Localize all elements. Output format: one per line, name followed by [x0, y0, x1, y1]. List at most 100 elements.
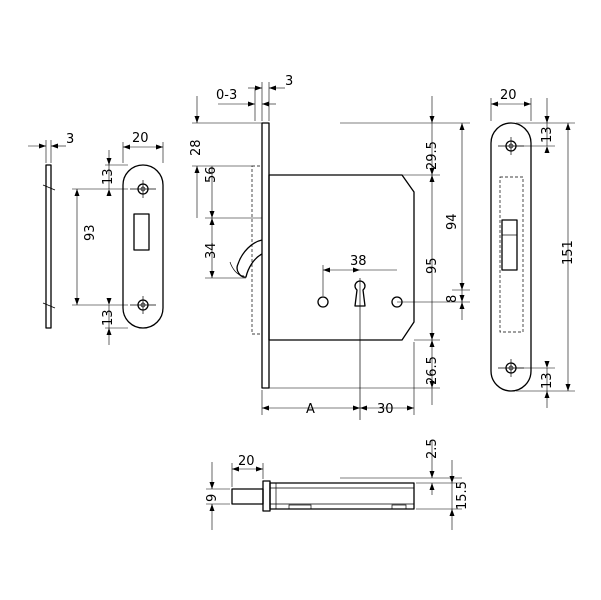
dim-arrow [209, 504, 215, 511]
dim-arrow [429, 381, 435, 388]
dim-arrow [106, 189, 112, 196]
dim-bottom-offset: 26.5 [425, 356, 440, 385]
dim-arrow [156, 144, 163, 150]
dim-face-hole-offset-bottom: 13 [101, 309, 116, 326]
dim-arrow [209, 211, 215, 218]
hook-bolt-projection [231, 488, 264, 505]
faceplate-latch-slot [133, 213, 150, 251]
keyhole-icon [354, 280, 366, 307]
lock-body-view: 3 0-3 28 56 34 38 [189, 74, 470, 420]
faceplate-side-hole-line [42, 184, 56, 191]
faceplate-side-profile [45, 164, 52, 329]
dim-body-height: 94 [445, 213, 460, 230]
dim-arrow [565, 123, 571, 130]
dim-face-thickness: 3 [66, 132, 74, 147]
front-plate-top [262, 480, 271, 512]
dim-arrow [429, 471, 435, 478]
dim-arrow [106, 298, 112, 305]
strike-plate-outline [490, 122, 532, 392]
dim-arrow [459, 302, 465, 309]
dim-arrow [262, 405, 269, 411]
lock-left-hole [317, 296, 329, 308]
dim-key-spacing: 38 [350, 254, 367, 269]
dim-arrow [353, 405, 360, 411]
faceplate-side-view: 3 [28, 132, 74, 329]
lock-hook-tip [229, 261, 245, 277]
lock-top-view: 20 9 2.5 15.5 [205, 438, 470, 530]
dim-arrow [353, 267, 360, 273]
dim-backset: A [306, 402, 315, 417]
dim-arrow [544, 146, 550, 153]
dim-arrow [232, 466, 239, 472]
dim-face-width: 20 [132, 131, 149, 146]
dim-hook-top-offset: 28 [189, 139, 204, 156]
dim-strike-length: 151 [561, 240, 576, 265]
dim-strike-hole-offset-top: 13 [540, 126, 555, 143]
dim-arrow [544, 391, 550, 398]
dim-strike-width: 20 [500, 88, 517, 103]
lock-front-plate [261, 122, 270, 389]
dim-arrow [209, 218, 215, 225]
lock-hook-bolt [236, 239, 263, 278]
dim-arrow [429, 168, 435, 175]
case-top-tab [391, 504, 407, 510]
dim-arrow [429, 340, 435, 347]
dim-arrow [256, 466, 263, 472]
dim-arrow [449, 476, 455, 483]
dim-top-to-keyhole: 29.5 [425, 141, 440, 170]
dim-arrow [459, 123, 465, 130]
dim-strike-hole-offset-bottom: 13 [540, 372, 555, 389]
dim-arrow [491, 101, 498, 107]
dim-hook-height: 34 [204, 242, 219, 259]
dim-arrow [524, 101, 531, 107]
dim-face-hole-spacing: 93 [83, 224, 98, 241]
dim-hook-projection: 20 [238, 454, 255, 469]
dim-arrow [429, 116, 435, 123]
dim-arrow [459, 283, 465, 290]
case-top-tab [288, 504, 312, 510]
lock-hidden-bolt [251, 165, 263, 335]
dim-arrow [429, 333, 435, 340]
dim-arrow [262, 101, 269, 107]
lock-case [268, 174, 415, 341]
dim-arrow [194, 166, 200, 173]
dim-face-hole-offset-top: 13 [101, 168, 116, 185]
dim-arrow [429, 483, 435, 490]
faceplate-front-view: 20 13 93 13 [72, 131, 164, 345]
dim-arrow [269, 85, 276, 91]
dim-arrow [360, 405, 367, 411]
dim-arrow [74, 298, 80, 305]
dim-arrow [544, 116, 550, 123]
faceplate-outline [122, 164, 164, 329]
dim-arrow [565, 384, 571, 391]
dim-arrow [106, 158, 112, 165]
dim-arrow [123, 144, 130, 150]
dim-arrow [106, 328, 112, 335]
dim-arrow [544, 361, 550, 368]
dim-arrow [51, 143, 58, 149]
dim-arrow [459, 295, 465, 302]
strike-plate-view: 20 13 151 13 [490, 88, 576, 408]
dim-adjust-range: 0-3 [216, 88, 237, 103]
dim-arrow [74, 189, 80, 196]
dim-hook-position: 56 [204, 166, 219, 183]
dim-arrow [407, 405, 414, 411]
dim-arrow [429, 175, 435, 182]
dim-arrow [248, 101, 255, 107]
dim-case-height: 95 [425, 257, 440, 274]
dim-bolt-offset: 2.5 [425, 438, 440, 459]
dim-arrow [449, 509, 455, 516]
strike-plate-hidden-cutout [499, 176, 524, 333]
dim-plate-thickness: 3 [285, 74, 293, 89]
dim-keyhole-offset: 8 [445, 295, 460, 303]
dim-arrow [323, 267, 330, 273]
dim-arrow [39, 143, 46, 149]
strike-plate-slot [501, 219, 518, 271]
dim-keyhole-to-edge: 30 [377, 402, 394, 417]
dim-arrow [194, 116, 200, 123]
faceplate-side-hole-line [42, 302, 56, 309]
dim-case-depth: 15.5 [455, 481, 470, 510]
case-top [269, 482, 415, 510]
dim-arrow [255, 85, 262, 91]
